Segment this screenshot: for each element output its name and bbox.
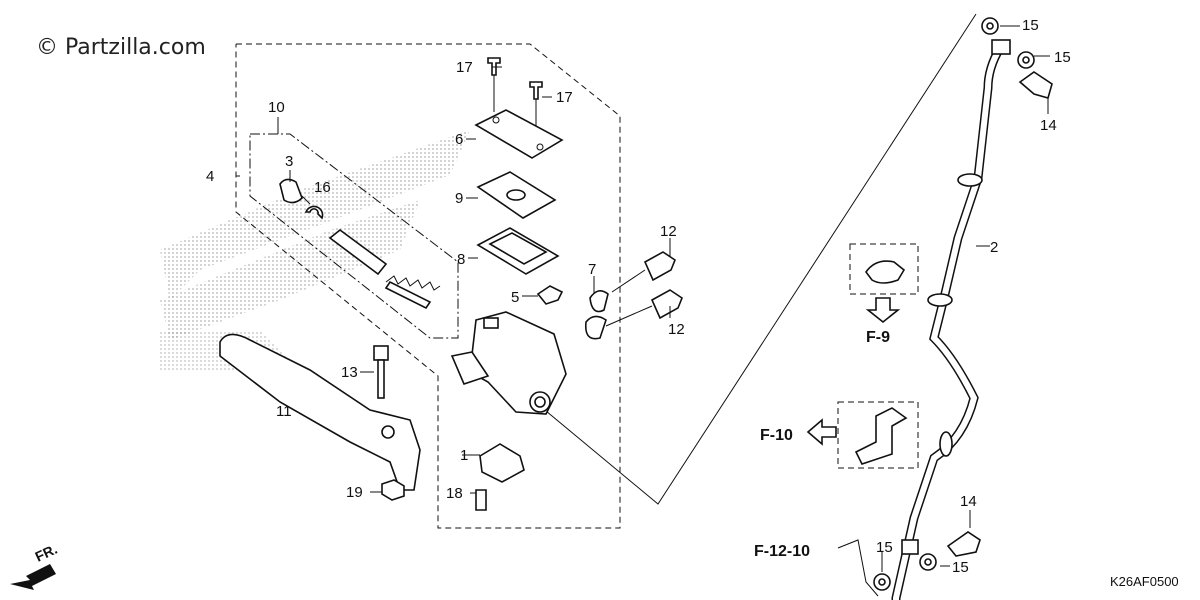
background-logo — [160, 130, 470, 370]
callout-7: 7 — [588, 261, 596, 278]
pivot-nut — [381, 479, 405, 501]
callout-9: 9 — [455, 190, 463, 207]
hose-guide-icon — [854, 407, 908, 465]
brake-hose — [891, 39, 1011, 600]
f10-arrow-icon — [806, 418, 837, 446]
callout-14-top: 14 — [1040, 117, 1057, 134]
banjo-bolt-14-top — [1018, 71, 1053, 99]
leader-lines — [236, 25, 1050, 572]
diagram-code: K26AF0500 — [1110, 574, 1179, 589]
callout-12-upper: 12 — [660, 223, 677, 240]
pivot-bolt — [373, 345, 389, 399]
hose-clamp-icon — [865, 260, 906, 284]
callout-17-lower: 17 — [556, 89, 573, 106]
callout-16: 16 — [314, 179, 331, 196]
banjo-bolt-14-bottom — [946, 531, 981, 557]
callout-8: 8 — [457, 251, 465, 268]
piston-boot — [279, 178, 303, 204]
front-direction-arrow-icon — [10, 564, 56, 590]
callout-11: 11 — [276, 403, 292, 420]
callout-6: 6 — [455, 131, 463, 148]
snap-ring — [304, 205, 324, 220]
direction-label: FR. — [33, 541, 60, 565]
f9-arrow-icon — [865, 297, 901, 324]
callout-12-lower: 12 — [668, 321, 685, 338]
callout-15-top: 15 — [1022, 17, 1039, 34]
screw-18 — [475, 489, 487, 511]
callout-19: 19 — [346, 484, 363, 501]
reference-f9[interactable]: F-9 — [866, 329, 890, 346]
piston — [328, 228, 388, 276]
boot-clip — [536, 285, 564, 305]
piston-kit-box — [249, 133, 459, 339]
callout-4: 4 — [206, 168, 214, 185]
watermark: © Partzilla.com — [36, 35, 206, 60]
master-cylinder-holder — [584, 290, 609, 340]
callout-13: 13 — [341, 364, 358, 381]
callout-5: 5 — [511, 289, 519, 306]
callout-14-bottom: 14 — [960, 493, 977, 510]
callout-15-bottom-right: 15 — [952, 559, 969, 576]
callout-3: 3 — [285, 153, 293, 170]
f12-10-leader-line — [837, 539, 879, 597]
bolt-12-upper — [611, 251, 676, 293]
brake-light-switch — [479, 443, 525, 483]
reservoir-cap — [474, 109, 564, 159]
callout-18: 18 — [446, 485, 463, 502]
callout-17-top: 17 — [456, 59, 473, 76]
callout-15-right: 15 — [1054, 49, 1071, 66]
piston-spring — [384, 275, 441, 310]
master-cylinder-assembly-box — [235, 43, 621, 529]
reference-f10[interactable]: F-10 — [760, 427, 793, 444]
brake-lever — [219, 333, 421, 491]
callout-15-bottom-left: 15 — [876, 539, 893, 556]
callout-10: 10 — [268, 99, 285, 116]
master-cylinder-body — [450, 311, 567, 415]
reference-f12-10[interactable]: F-12-10 — [754, 543, 810, 560]
hose-leader-line — [539, 13, 977, 505]
f9-reference-box — [849, 243, 919, 295]
f10-reference-box — [837, 401, 919, 469]
callout-2: 2 — [990, 239, 998, 256]
screw-17-top — [487, 57, 501, 112]
callout-1: 1 — [460, 447, 468, 464]
bolt-12-lower — [605, 289, 683, 327]
